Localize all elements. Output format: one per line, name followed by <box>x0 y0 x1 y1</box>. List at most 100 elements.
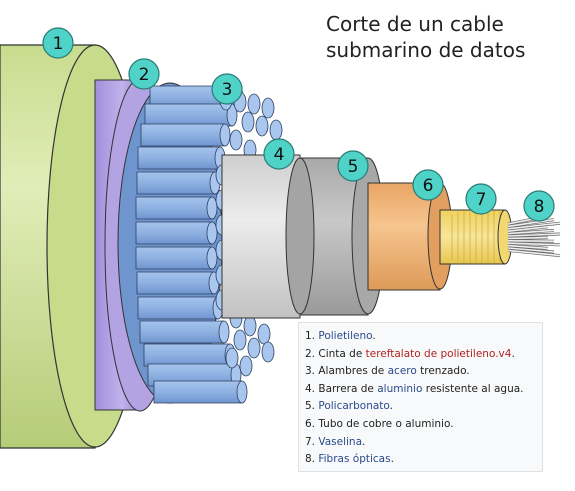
steel-wire-end <box>236 380 248 404</box>
legend-text: Alambres de <box>318 365 388 378</box>
steel-wire-end <box>206 246 218 270</box>
optical-fiber-core <box>507 218 555 228</box>
marker-circle <box>337 150 369 182</box>
marker-circle <box>211 73 243 105</box>
marker-number: 8 <box>534 197 545 217</box>
legend-link[interactable]: aluminio <box>377 382 423 395</box>
steel-wire <box>139 320 225 344</box>
legend-text: trenzado. <box>416 365 470 378</box>
steel-wire <box>143 343 231 367</box>
steel-wire-end <box>218 320 230 344</box>
steel-wire <box>135 196 213 220</box>
steel-wire-end <box>206 196 218 220</box>
legend-item: 7. Vaselina. <box>305 434 542 452</box>
legend-text: . <box>372 330 376 342</box>
marker-circle <box>523 190 555 222</box>
number-markers: 1 2 3 4 5 6 7 8 <box>42 27 555 222</box>
optical-fibers-layer <box>507 214 561 258</box>
legend-link[interactable]: Fibras ópticas <box>318 453 391 466</box>
legend-item: 4. Barrera de aluminio resistente al agu… <box>305 381 542 399</box>
legend-number: 7. <box>305 435 319 448</box>
legend-link[interactable]: tereftalato de polietileno.v4 <box>365 347 512 360</box>
legend-item: 1. Polietileno. <box>305 328 542 346</box>
steel-wire-end <box>229 129 243 151</box>
marker-circle <box>42 27 74 59</box>
legend-number: 3. <box>305 365 319 378</box>
optical-fiber-core <box>507 226 549 232</box>
steel-wire-end <box>261 341 275 363</box>
optical-fiber-core <box>507 247 555 253</box>
legend-number: 8. <box>305 453 319 466</box>
legend-text: Cinta de <box>318 347 366 360</box>
steel-wire-end <box>226 103 238 127</box>
optical-fiber-core <box>507 242 561 246</box>
legend-link[interactable]: Polietileno <box>318 330 373 342</box>
legend-item: 6. Tubo de cobre o aluminio. <box>305 416 542 434</box>
legend-box: 1. Polietileno.2. Cinta de tereftalato d… <box>298 322 543 472</box>
steel-wire <box>135 221 213 245</box>
legend-item: 8. Fibras ópticas. <box>305 451 542 469</box>
copper-tube-layer <box>367 182 453 291</box>
legend-text: . <box>390 453 394 466</box>
legend-text: resistente al agua. <box>422 382 524 395</box>
steel-wire-end <box>233 329 247 351</box>
legend-text: . <box>511 347 515 360</box>
marker-number: 3 <box>222 80 233 100</box>
optical-fiber-core <box>507 236 549 240</box>
legend-number: 2. <box>305 347 319 360</box>
steel-wire-end <box>255 115 269 137</box>
legend-text: . <box>389 400 393 413</box>
steel-wire-end <box>206 221 218 245</box>
marker-circle <box>128 58 160 90</box>
legend-text: Barrera de <box>318 382 378 395</box>
vaseline-layer <box>439 209 513 265</box>
steel-wire-end <box>261 97 275 119</box>
steel-wire-end <box>241 111 255 133</box>
steel-wire-end <box>257 323 271 345</box>
steel-wire <box>135 246 213 270</box>
legend-number: 1. <box>305 330 319 342</box>
legend-text: . <box>362 435 366 448</box>
legend-text: Tubo de cobre o aluminio. <box>318 417 454 430</box>
marker-number: 4 <box>274 145 285 165</box>
steel-wire-end <box>219 123 231 147</box>
marker-circle <box>263 138 295 170</box>
steel-wire-end <box>247 93 261 115</box>
steel-wire <box>137 146 221 170</box>
legend-link[interactable]: Vaselina <box>318 435 363 448</box>
steel-wire <box>153 380 243 404</box>
steel-wire <box>137 296 219 320</box>
legend-item: 3. Alambres de acero trenzado. <box>305 363 542 381</box>
title-line-2: submarino de datos <box>326 38 526 62</box>
marker-number: 2 <box>139 65 150 85</box>
legend-number: 4. <box>305 382 319 395</box>
steel-wire <box>144 103 233 127</box>
steel-wire-end <box>225 347 239 369</box>
optical-fiber-core <box>507 222 561 230</box>
title-line-1: Corte de un cable <box>326 12 504 36</box>
marker-number: 5 <box>348 157 359 177</box>
marker-number: 6 <box>423 176 434 196</box>
steel-wire <box>136 171 216 195</box>
steel-wire-end <box>269 119 283 141</box>
optical-fiber-core <box>507 229 555 235</box>
steel-wire <box>140 123 226 147</box>
legend-link[interactable]: acero <box>387 365 417 378</box>
optical-fiber-core <box>507 233 561 237</box>
legend-item: 2. Cinta de tereftalato de polietileno.v… <box>305 346 542 364</box>
marker-number: 1 <box>53 34 64 54</box>
optical-fiber-core <box>507 249 561 257</box>
optical-fiber-core <box>507 244 549 250</box>
legend-link[interactable]: Policarbonato <box>318 400 390 413</box>
steel-wire <box>136 271 215 295</box>
legend-number: 5. <box>305 400 319 413</box>
legend-item: 5. Policarbonato. <box>305 398 542 416</box>
marker-circle <box>465 183 497 215</box>
steel-wire-end <box>243 315 257 337</box>
marker-circle <box>412 169 444 201</box>
steel-wire-end <box>239 355 253 377</box>
legend-number: 6. <box>305 417 319 430</box>
steel-wire-end <box>247 337 261 359</box>
marker-number: 7 <box>476 190 487 210</box>
